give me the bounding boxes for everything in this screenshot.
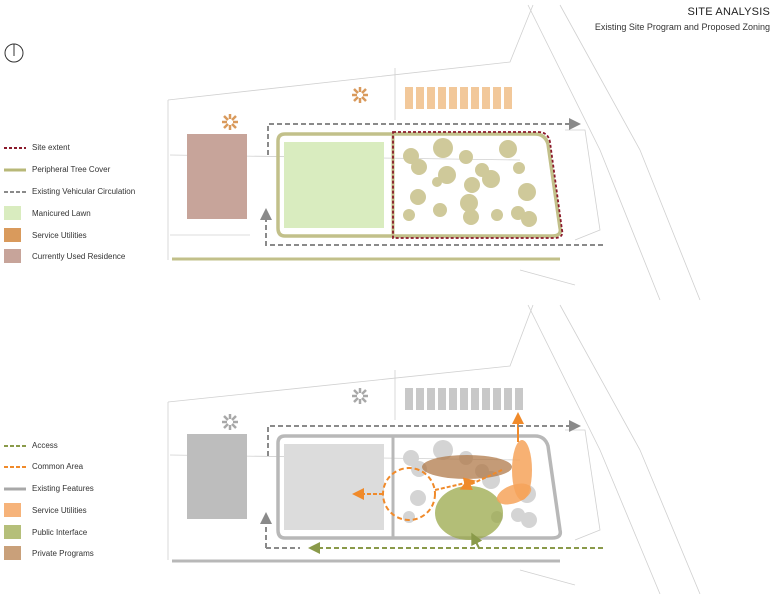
legend-item-service-utilities: Service Utilities [4, 503, 144, 517]
legend-item-private-programs: Private Programs [4, 546, 144, 560]
legend-label: Peripheral Tree Cover [32, 165, 111, 174]
legend-item-access: Access [4, 440, 144, 452]
service-utility-icon [352, 388, 368, 404]
legend-label: Manicured Lawn [32, 209, 91, 218]
service-utility-icon [352, 87, 368, 103]
manicured-lawn [284, 142, 384, 228]
parking-stalls [405, 388, 523, 410]
legend-label: Existing Vehicular Circulation [32, 187, 136, 196]
legend-label: Service Utilities [32, 231, 87, 240]
legend-label: Site extent [32, 143, 70, 152]
legend-swatch [4, 525, 21, 539]
legend-item-public-interface: Public Interface [4, 525, 144, 539]
legend-item-residence: Currently Used Residence [4, 249, 144, 263]
legend-label: Public Interface [32, 528, 88, 537]
legend-item-lawn: Manicured Lawn [4, 206, 144, 220]
legend-label: Existing Features [32, 484, 94, 493]
residence-block [187, 134, 247, 219]
legend-item-existing-features: Existing Features [4, 483, 144, 495]
legend-item-service: Service Utilities [4, 228, 144, 242]
legend-swatch [4, 206, 21, 220]
tree-clusters [403, 138, 537, 227]
legend-item-circulation: Existing Vehicular Circulation [4, 186, 144, 198]
legend-label: Common Area [32, 462, 84, 471]
legend-label: Currently Used Residence [32, 252, 126, 261]
page-subtitle: Existing Site Program and Proposed Zonin… [594, 22, 770, 32]
page-title: SITE ANALYSIS [687, 6, 770, 18]
parking-stalls [405, 87, 512, 109]
vehicular-circulation [260, 208, 603, 246]
common-area-arrow [459, 469, 503, 490]
vehicular-circulation [267, 118, 581, 155]
legend-item-common-area: Common Area [4, 461, 144, 473]
residence-block [187, 434, 247, 519]
vehicular-circulation [267, 420, 581, 456]
context-lines [167, 4, 701, 301]
legend-item-site-extent: Site extent [4, 142, 144, 154]
legend-label: Private Programs [32, 549, 94, 558]
tree-cover-boundary [276, 132, 563, 238]
legend-item-tree-cover: Peripheral Tree Cover [4, 164, 144, 176]
public-interface-zone [435, 486, 503, 540]
private-programs-zone [422, 455, 512, 479]
legend-label: Service Utilities [32, 506, 87, 515]
service-utility-icon [222, 114, 238, 130]
service-utility-icon [222, 414, 238, 430]
legend-swatch [4, 503, 21, 517]
legend-label: Access [32, 441, 58, 450]
legend-swatch [4, 228, 21, 242]
access-arrow [471, 532, 483, 549]
map-existing-site [167, 4, 701, 301]
existing-lawn-grey [284, 444, 384, 530]
legend-swatch [4, 546, 21, 560]
map-proposed-zoning [167, 304, 701, 594]
north-arrow-icon [4, 43, 24, 63]
site-extent-boundary [392, 131, 564, 239]
service-zone [496, 483, 532, 505]
existing-features-boundary [276, 434, 563, 540]
legend-swatch [4, 249, 21, 263]
